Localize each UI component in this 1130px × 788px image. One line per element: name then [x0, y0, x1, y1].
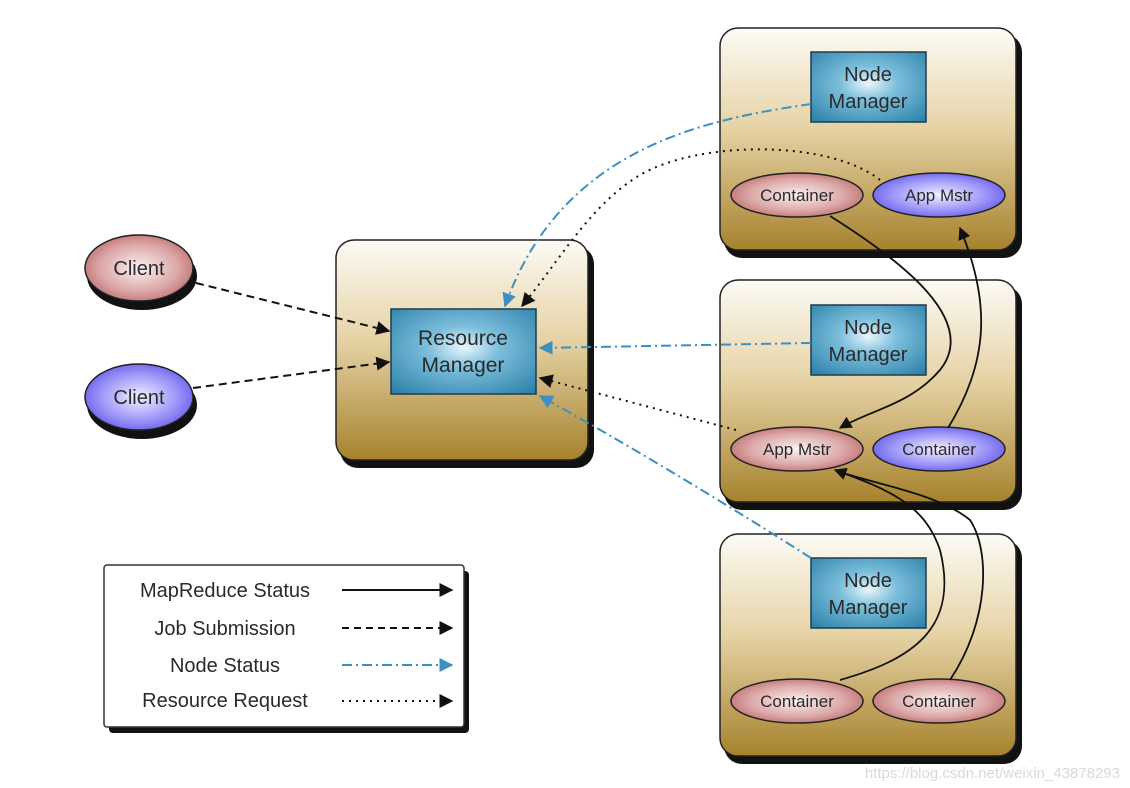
- client-red-label: Client: [113, 258, 165, 280]
- node-manager-label-1b: Manager: [829, 91, 908, 113]
- node-status-arrow-1: [502, 103, 812, 308]
- resource-manager-label-2: Manager: [422, 354, 505, 377]
- client-red[interactable]: Client: [84, 234, 197, 310]
- client-blue[interactable]: Client: [84, 363, 197, 439]
- node-manager-box-2[interactable]: Node Manager: [810, 304, 927, 376]
- legend-item-node-status: Node Status: [170, 655, 454, 677]
- app-master-1[interactable]: App Mstr: [872, 172, 1006, 218]
- container-3b-label: Container: [902, 692, 976, 711]
- legend: MapReduce Status Job Submission Node Sta…: [103, 564, 469, 733]
- legend-label-job-submission: Job Submission: [154, 618, 295, 640]
- container-1a-label: Container: [760, 186, 834, 205]
- node-status-arrow-2: [538, 340, 812, 355]
- mapreduce-status-arrow-3: [833, 467, 946, 681]
- node-manager-label-3b: Manager: [829, 597, 908, 619]
- app-master-2-label: App Mstr: [763, 440, 831, 459]
- node-manager-box-1[interactable]: Node Manager: [810, 51, 927, 123]
- container-3a[interactable]: Container: [730, 678, 864, 724]
- watermark: https://blog.csdn.net/weixin_43878293: [864, 765, 1120, 782]
- node-manager-label-1a: Node: [844, 64, 892, 86]
- legend-label-node-status: Node Status: [170, 655, 280, 677]
- mapreduce-status-arrow-4: [839, 471, 985, 681]
- node-manager-label-3a: Node: [844, 570, 892, 592]
- container-2b[interactable]: Container: [872, 426, 1006, 472]
- job-submission-arrow-2: [192, 356, 391, 389]
- node-status-arrow-3: [538, 395, 812, 559]
- app-master-2[interactable]: App Mstr: [730, 426, 864, 472]
- resource-manager-box[interactable]: Resource Manager: [390, 308, 537, 395]
- node-manager-box-3[interactable]: Node Manager: [810, 557, 927, 629]
- legend-label-mapreduce-status: MapReduce Status: [140, 580, 310, 602]
- job-submission-arrow-1: [195, 282, 391, 335]
- legend-item-resource-request: Resource Request: [142, 690, 454, 712]
- container-3a-label: Container: [760, 692, 834, 711]
- resource-request-arrow-1: [521, 148, 881, 308]
- mapreduce-status-arrow-1: [829, 215, 952, 429]
- node-panel-3: Node Manager Container Container: [719, 533, 1022, 764]
- resource-request-arrow-2: [538, 374, 737, 431]
- container-1a[interactable]: Container: [730, 172, 864, 218]
- node-panel-2: Node Manager App Mstr Container: [719, 279, 1022, 510]
- container-3b[interactable]: Container: [872, 678, 1006, 724]
- resource-manager-panel: Resource Manager: [335, 239, 594, 468]
- mapreduce-status-arrow-2: [947, 226, 983, 429]
- node-panel-1: Node Manager Container App Mstr: [719, 27, 1022, 258]
- client-blue-label: Client: [113, 387, 165, 409]
- legend-item-mapreduce-status: MapReduce Status: [140, 580, 454, 602]
- app-master-1-label: App Mstr: [905, 186, 973, 205]
- legend-item-job-submission: Job Submission: [154, 618, 454, 640]
- container-2b-label: Container: [902, 440, 976, 459]
- node-manager-label-2b: Manager: [829, 344, 908, 366]
- legend-label-resource-request: Resource Request: [142, 690, 308, 712]
- node-manager-label-2a: Node: [844, 317, 892, 339]
- resource-manager-label-1: Resource: [418, 327, 508, 350]
